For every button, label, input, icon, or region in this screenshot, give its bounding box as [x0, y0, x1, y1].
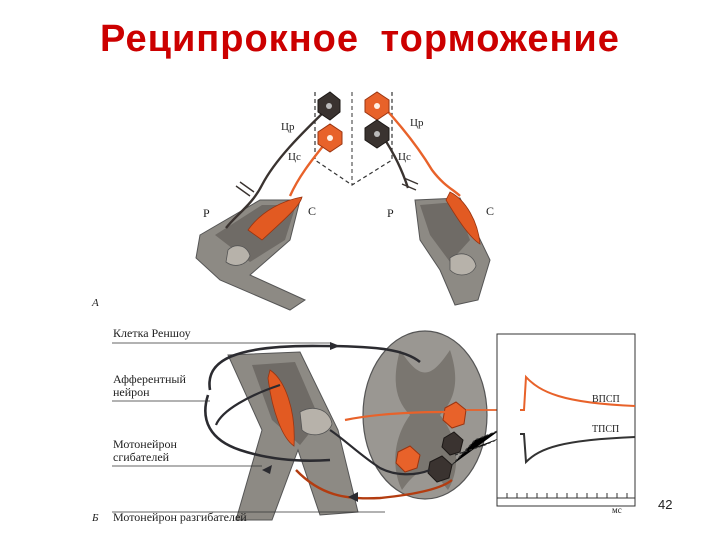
flexor-mn-label-2: сгибателей: [113, 450, 170, 464]
right-extensor-label: С: [486, 204, 494, 218]
afferent-label-1: Афферентный: [113, 372, 186, 386]
b-epsp-trace: [520, 374, 636, 411]
left-limb: [195, 196, 307, 311]
left-axon-tick-1: [235, 181, 255, 197]
slide-title: Реципрокное торможение: [100, 18, 620, 60]
left-flexor-muscle: [247, 196, 303, 241]
right-lower-neuron-label: Цс: [398, 151, 411, 163]
b-arrow-3: [348, 492, 358, 502]
flexor-mn-label-1: Мотонейрон: [113, 437, 177, 451]
right-orange-axon: [381, 104, 461, 197]
b-renshaw-loop: [208, 344, 421, 391]
b-time-ticks: [506, 493, 628, 498]
left-flexor-label: Р: [203, 206, 210, 220]
right-upper-neuron-label: Цр: [410, 117, 424, 129]
right-axon-tick-1: [401, 177, 419, 191]
epsp-label: ВПСП: [592, 394, 620, 405]
right-flexor-label: Р: [387, 206, 394, 220]
panel-b-label: Б: [91, 512, 99, 524]
b-arrow-1: [330, 342, 340, 350]
renshaw-label: Клетка Реншоу: [113, 326, 191, 340]
afferent-label-2: нейрон: [113, 385, 150, 399]
left-extensor-label: С: [308, 204, 316, 218]
b-extensor-motoneuron: [442, 401, 467, 429]
left-lower-neuron-label: Цс: [288, 151, 301, 163]
b-trace-frame: [496, 333, 636, 507]
b-renshaw-cell: [395, 445, 421, 473]
b-flexor-muscle: [267, 369, 295, 447]
ipsp-label: ТПСП: [592, 424, 619, 435]
right-limb: [414, 191, 491, 306]
extensor-mn-label: Мотонейрон разгибателей: [113, 510, 247, 524]
right-lower-nucleus: [374, 131, 380, 137]
b-arrow-2: [262, 465, 272, 474]
left-upper-neuron-label: Цр: [281, 121, 295, 133]
b-flexor-motoneuron: [427, 455, 453, 483]
left-upper-nucleus: [326, 103, 332, 109]
b-cord-to-flexor: [329, 429, 431, 476]
b-orange-efferent: [344, 410, 446, 422]
right-upper-nucleus: [374, 103, 380, 109]
right-extensor-muscle: [445, 191, 481, 245]
left-orange-axon: [288, 139, 329, 197]
b-knee-joint: [299, 408, 333, 436]
left-lower-nucleus: [327, 135, 333, 141]
diagram-b: Клетка Реншоу Афферентный нейрон Мотоней…: [91, 326, 636, 524]
b-afferent-pathway: [204, 394, 331, 462]
left-dark-axon: [225, 107, 329, 229]
time-unit-label: мс: [612, 505, 622, 515]
b-interneuron: [441, 431, 464, 456]
b-flexor-pathway: [214, 383, 281, 426]
diagram-a: Цр Цс Р С Цр Цс Р С А: [91, 91, 494, 311]
right-knee-joint: [449, 253, 477, 276]
b-ipsp-trace: [520, 433, 636, 465]
b-extensor-efferent: [295, 469, 453, 500]
left-knee-joint: [225, 245, 251, 266]
page-number: 42: [658, 497, 673, 512]
panel-a-label: А: [91, 297, 99, 309]
